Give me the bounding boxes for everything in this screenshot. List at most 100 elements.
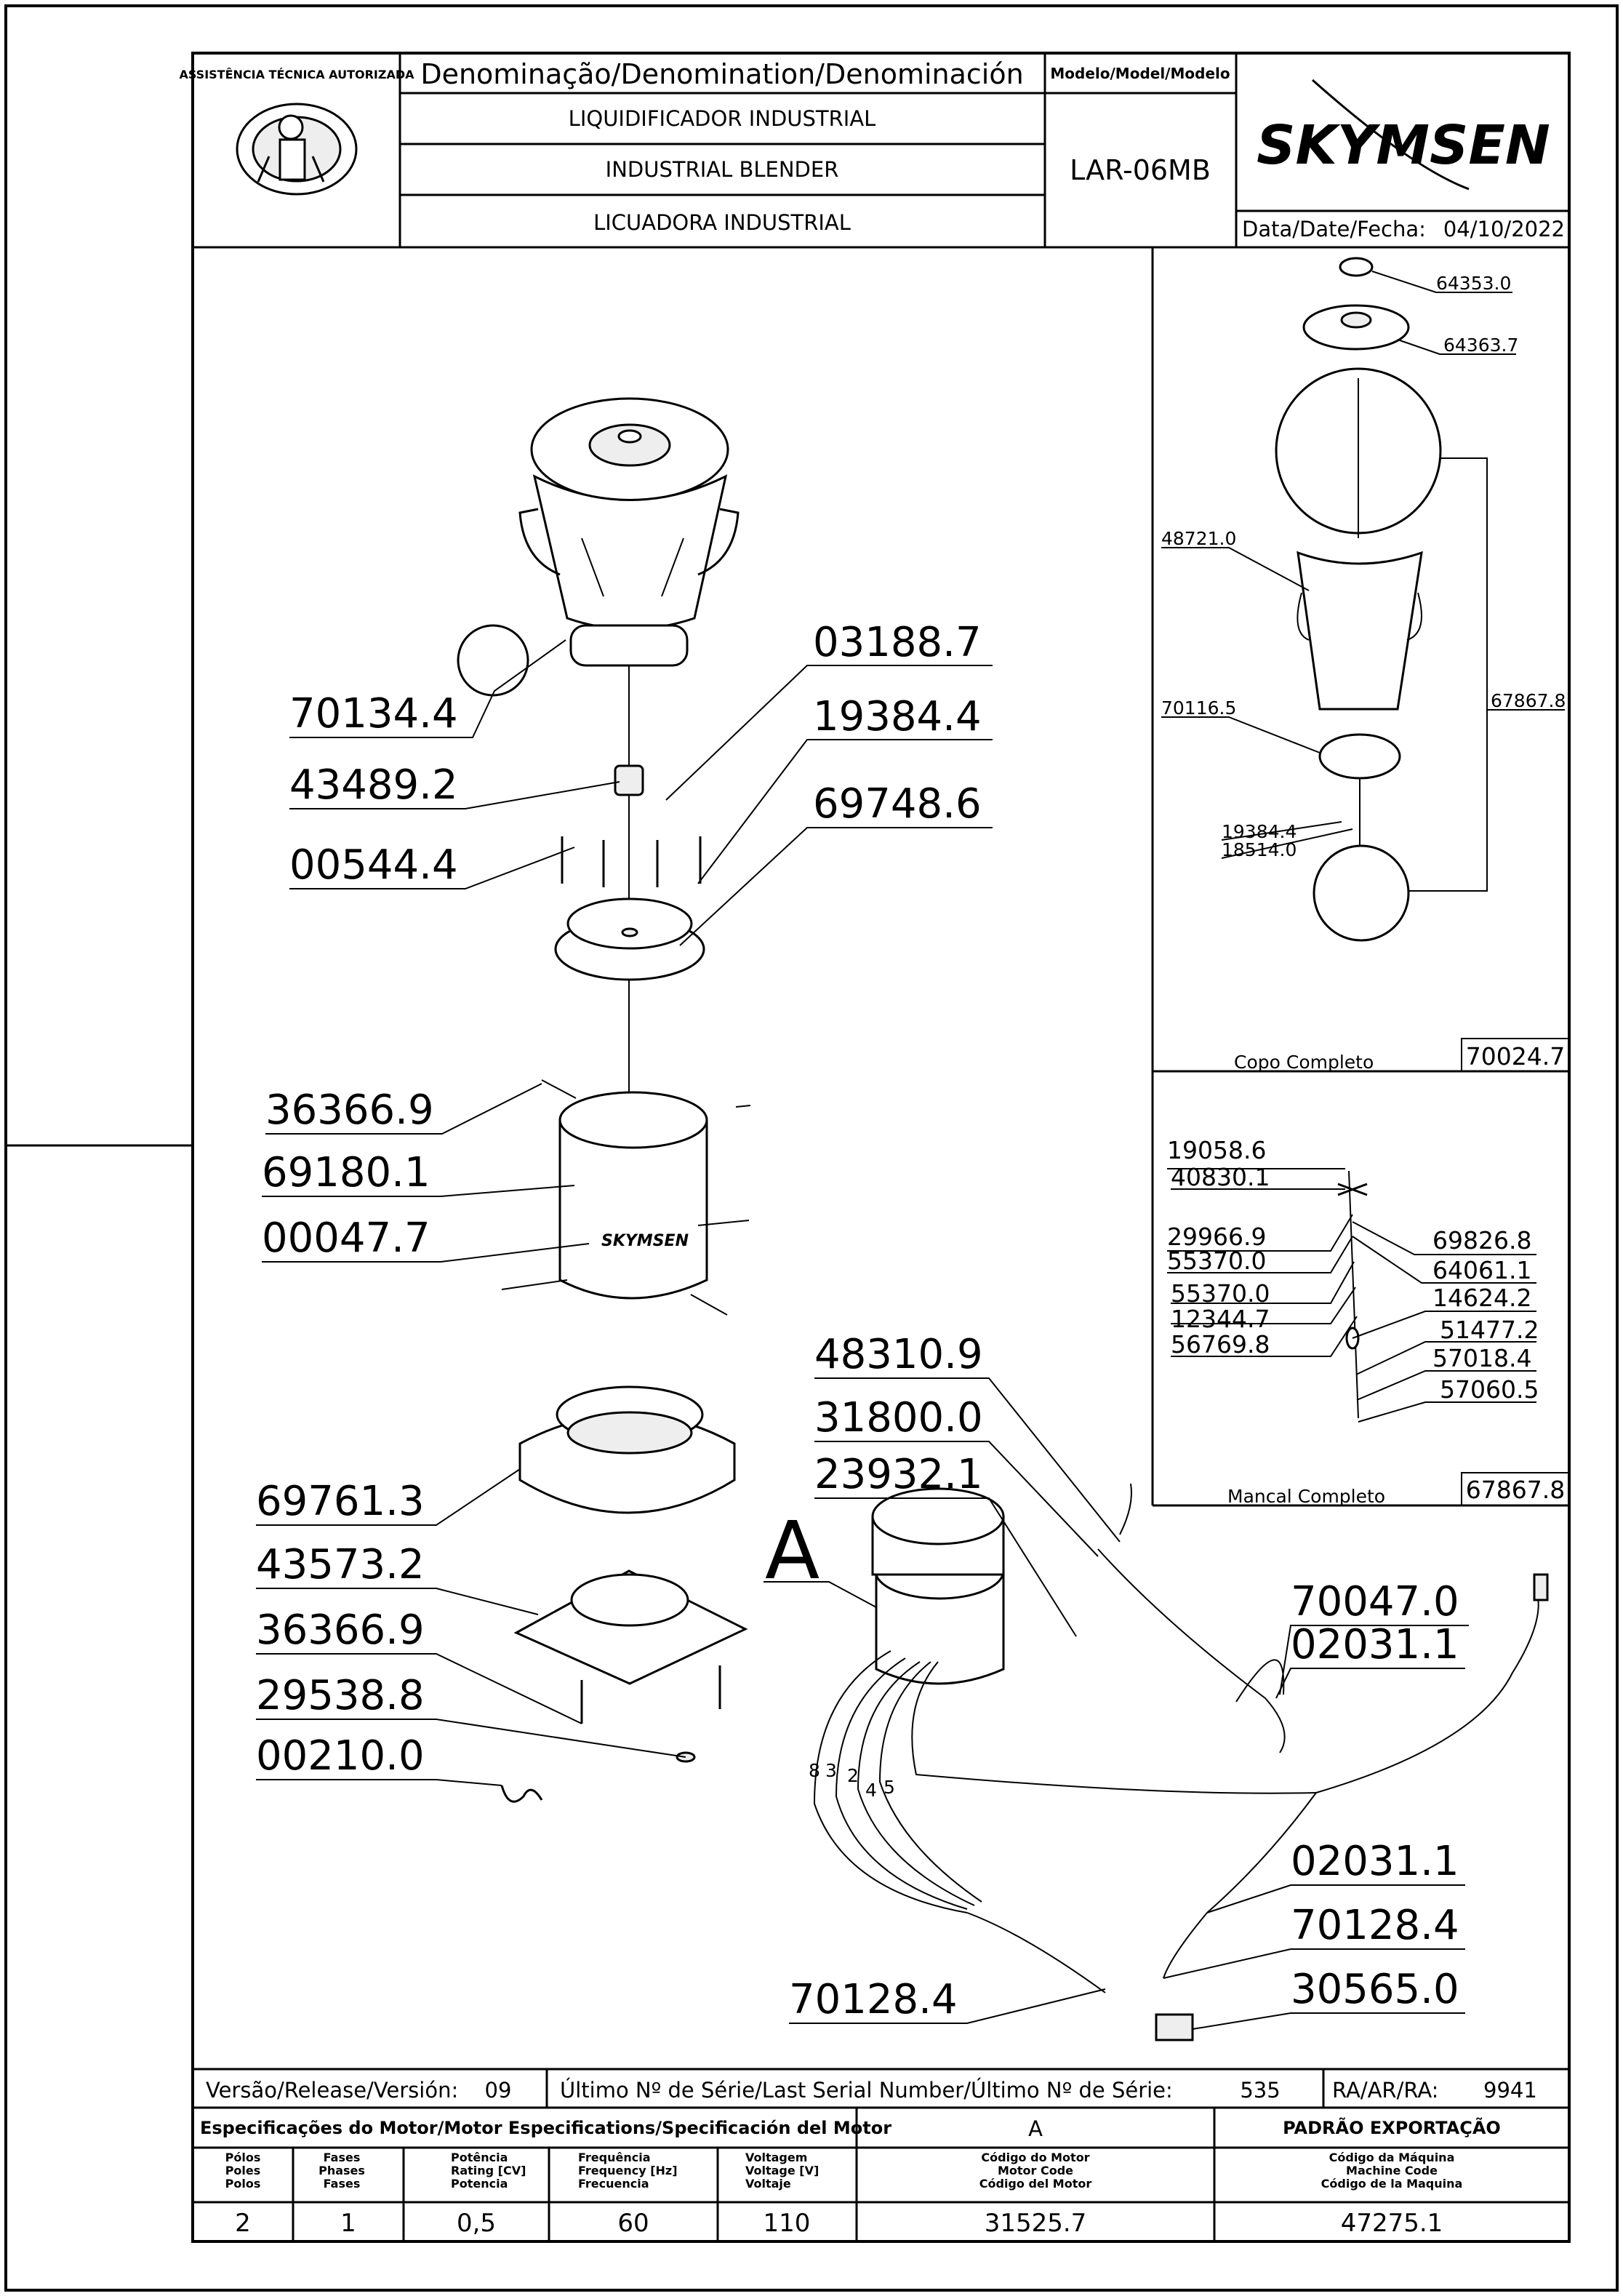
brand-logo: SKYMSEN <box>1257 114 1550 177</box>
part-02031-1-b: 02031.1 <box>1291 1838 1459 1885</box>
part-31800-0: 31800.0 <box>814 1394 983 1441</box>
part-00210-0: 00210.0 <box>256 1732 425 1780</box>
mancal-code: 67867.8 <box>1466 1476 1565 1504</box>
name-pt: LIQUIDIFICADOR INDUSTRIAL <box>569 106 876 131</box>
part-19384-4: 19384.4 <box>813 693 982 740</box>
detail-callout-circle <box>457 624 529 697</box>
col-volt-es: Voltaje <box>745 2177 791 2191</box>
motor-base <box>500 1385 748 1803</box>
version-label: Versão/Release/Versión: <box>206 2078 458 2103</box>
col-freq-es: Frecuencia <box>578 2177 649 2191</box>
col-phases-pt: Fases <box>324 2151 361 2164</box>
mancal-part-40830-1: 40830.1 <box>1171 1163 1270 1191</box>
mancal-part-51477-2: 51477.2 <box>1440 1316 1539 1344</box>
model-value: LAR-06MB <box>1070 154 1211 186</box>
mancal-part-12344-7: 12344.7 <box>1171 1305 1270 1333</box>
col-phases-es: Fases <box>324 2177 361 2191</box>
col-motor-code-es: Código del Motor <box>979 2177 1092 2191</box>
wire-number-4: 4 <box>865 1780 877 1801</box>
col-phases-en: Phases <box>318 2164 365 2177</box>
jar-assembly <box>457 397 740 1236</box>
mancal-part-64061-1: 64061.1 <box>1432 1256 1531 1284</box>
col-power-en: Rating [CV] <box>451 2164 526 2177</box>
detail-letter-a: A <box>765 1504 819 1597</box>
mancal-part-29966-9: 29966.9 <box>1167 1223 1266 1251</box>
col-power-pt: Potência <box>451 2151 508 2164</box>
model-label: Modelo/Model/Modelo <box>1050 65 1230 82</box>
part-29538-8: 29538.8 <box>256 1672 425 1719</box>
name-es: LICUADORA INDUSTRIAL <box>593 210 851 235</box>
coupling-and-base <box>554 764 705 981</box>
freq-value: 60 <box>617 2209 649 2238</box>
col-motor-code-en: Motor Code <box>998 2164 1073 2177</box>
part-69180-1: 69180.1 <box>262 1149 430 1196</box>
title-block: Denominação/Denomination/Denominación Mo… <box>179 53 1569 249</box>
power-value: 0,5 <box>457 2209 496 2238</box>
mancal-part-69826-8: 69826.8 <box>1432 1226 1531 1255</box>
seal-text: ASSISTÊNCIA TÉCNICA AUTORIZADA <box>179 68 414 81</box>
col-poles-es: Polos <box>225 2177 261 2191</box>
part-69761-3: 69761.3 <box>256 1478 425 1525</box>
mancal-part-56769-8: 56769.8 <box>1171 1330 1270 1359</box>
copo-part-19384-4: 19384.4 <box>1222 821 1297 842</box>
copo-part-64353-0: 64353.0 <box>1436 273 1511 294</box>
leader-lines <box>256 639 1469 2030</box>
mancal-part-19058-6: 19058.6 <box>1167 1136 1266 1164</box>
ra-label: RA/AR/RA: <box>1332 2078 1438 2103</box>
mancal-part-57060-5: 57060.5 <box>1440 1375 1539 1404</box>
part-30565-0: 30565.0 <box>1291 1966 1459 2013</box>
part-48310-9: 48310.9 <box>814 1331 983 1378</box>
serial-value: 535 <box>1240 2078 1280 2103</box>
part-00047-7: 00047.7 <box>262 1215 430 1262</box>
wire-number-8: 8 <box>809 1760 820 1781</box>
export-label: PADRÃO EXPORTAÇÃO <box>1283 2117 1501 2138</box>
denomination-label: Denominação/Denomination/Denominación <box>420 58 1023 90</box>
part-23932-1: 23932.1 <box>814 1451 983 1498</box>
main-part-labels: 70134.4 43489.2 00544.4 03188.7 19384.4 … <box>256 619 1459 2023</box>
authorized-service-seal: ASSISTÊNCIA TÉCNICA AUTORIZADA <box>179 68 414 196</box>
part-69748-6: 69748.6 <box>813 780 982 828</box>
motor-letter: A <box>1028 2116 1043 2141</box>
col-freq-en: Frequency [Hz] <box>578 2164 678 2177</box>
col-freq-pt: Frequência <box>578 2151 651 2164</box>
footer-table: Versão/Release/Versión: 09 Último Nº de … <box>193 2068 1569 2241</box>
col-volt-en: Voltage [V] <box>745 2164 819 2177</box>
mancal-part-55370-0-b: 55370.0 <box>1171 1279 1270 1308</box>
part-00544-4: 00544.4 <box>289 841 458 889</box>
copo-part-64363-7: 64363.7 <box>1443 335 1518 356</box>
col-volt-pt: Voltagem <box>745 2151 807 2164</box>
mancal-part-14624-2: 14624.2 <box>1432 1284 1531 1312</box>
copo-part-67867-8: 67867.8 <box>1491 690 1566 711</box>
col-poles-en: Poles <box>225 2164 261 2177</box>
copo-part-18514-0: 18514.0 <box>1222 839 1297 860</box>
col-poles-pt: Pólos <box>225 2151 261 2164</box>
mancal-part-55370-0-a: 55370.0 <box>1167 1247 1266 1275</box>
col-machine-code-pt: Código da Máquina <box>1329 2151 1455 2164</box>
part-70128-4-b: 70128.4 <box>789 1976 958 2023</box>
mancal-title: Mancal Completo <box>1227 1486 1385 1507</box>
ra-value: 9941 <box>1483 2078 1537 2103</box>
version-value: 09 <box>485 2078 512 2103</box>
col-machine-code-en: Machine Code <box>1346 2164 1438 2177</box>
poles-value: 2 <box>235 2209 251 2238</box>
date-value: 04/10/2022 <box>1443 217 1565 241</box>
copo-part-70116-5: 70116.5 <box>1161 697 1236 719</box>
part-70134-4: 70134.4 <box>289 690 458 737</box>
exploded-view: SKYMSEN <box>457 397 1549 2041</box>
col-power-es: Potencia <box>451 2177 508 2191</box>
wire-number-3: 3 <box>825 1760 837 1781</box>
wire-number-5: 5 <box>883 1777 895 1798</box>
part-36366-9-b: 36366.9 <box>256 1607 425 1654</box>
part-02031-1-a: 02031.1 <box>1291 1621 1459 1668</box>
housing-logo: SKYMSEN <box>601 1232 689 1250</box>
motor-and-wiring <box>813 1483 1549 2041</box>
copo-title: Copo Completo <box>1234 1052 1374 1073</box>
date-label: Data/Date/Fecha: <box>1242 217 1426 241</box>
part-36366-9-a: 36366.9 <box>265 1087 434 1134</box>
phases-value: 1 <box>340 2209 356 2238</box>
part-03188-7: 03188.7 <box>813 619 982 666</box>
name-en: INDUSTRIAL BLENDER <box>606 157 839 182</box>
mancal-part-57018-4: 57018.4 <box>1432 1344 1531 1372</box>
serial-label: Último Nº de Série/Last Serial Number/Úl… <box>560 2078 1173 2103</box>
